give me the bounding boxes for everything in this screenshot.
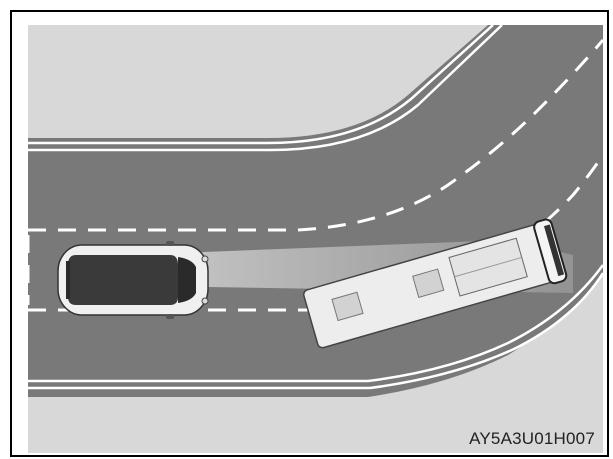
car-headlight-right (202, 298, 208, 304)
car-windshield (178, 257, 196, 303)
road-scene-illustration (28, 25, 603, 453)
car-mirror-left (166, 241, 174, 246)
car-mirror-right (166, 314, 174, 319)
car-rear-window (66, 261, 70, 299)
car (58, 241, 208, 319)
road-scene-svg (28, 25, 603, 453)
figure-frame: AY5A3U01H007 (10, 10, 609, 457)
figure-code: AY5A3U01H007 (467, 429, 597, 449)
car-headlight-left (202, 256, 208, 262)
car-roof (68, 255, 178, 305)
